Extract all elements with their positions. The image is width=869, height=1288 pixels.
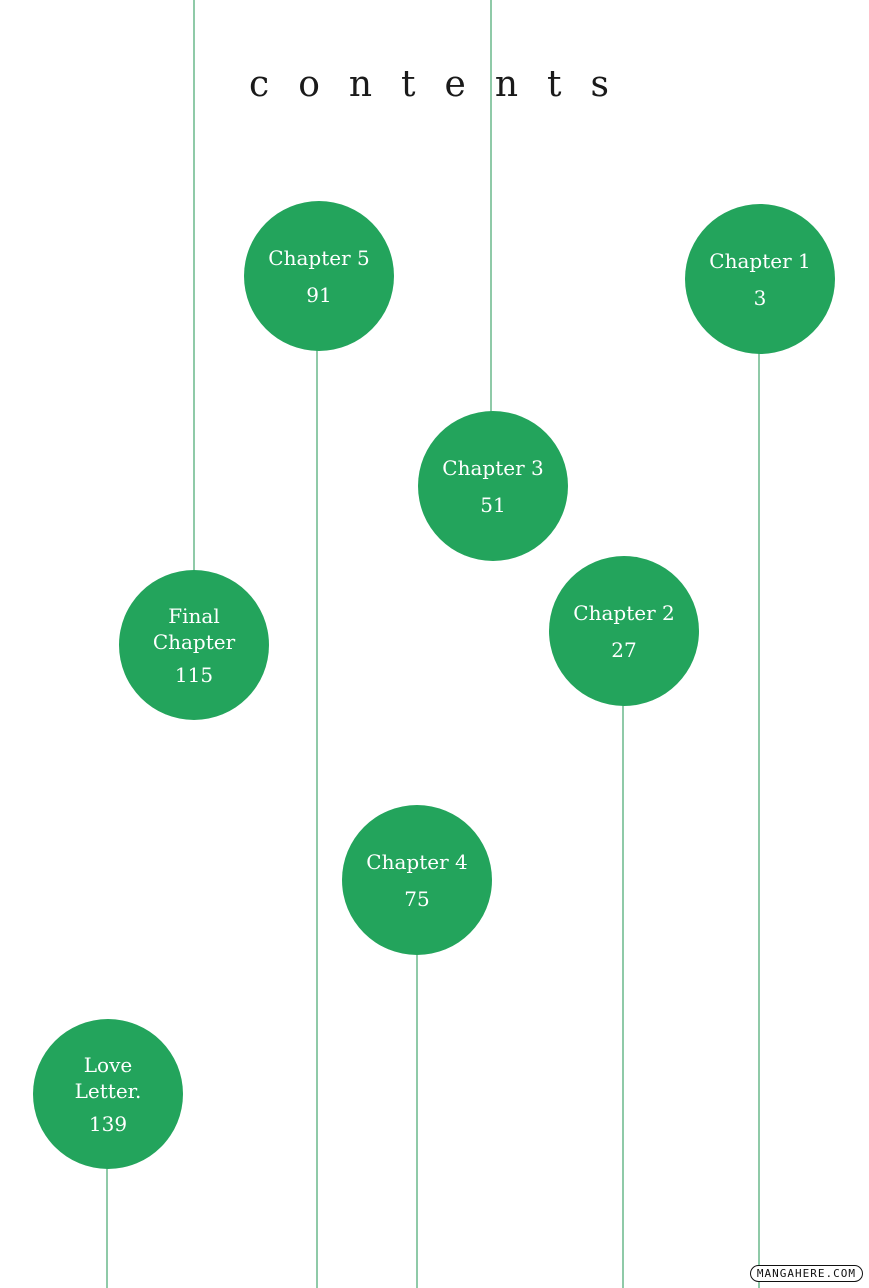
- line-chapter-1-down: [758, 350, 760, 1288]
- chapter-label: Chapter 3: [442, 456, 544, 480]
- chapter-page: 27: [611, 638, 637, 662]
- chapter-2-entry[interactable]: Chapter 2 27: [549, 556, 699, 706]
- line-chapter-5-down: [316, 345, 318, 1288]
- line-love-letter-down: [106, 1165, 108, 1288]
- chapter-label: Chapter 1: [709, 249, 811, 273]
- chapter-label: Chapter 5: [268, 246, 370, 270]
- chapter-page: 115: [174, 663, 214, 687]
- final-chapter-entry[interactable]: Final Chapter 115: [119, 570, 269, 720]
- chapter-label: Chapter 2: [573, 601, 675, 625]
- chapter-4-entry[interactable]: Chapter 4 75: [342, 805, 492, 955]
- page-title: contents: [249, 64, 638, 105]
- chapter-label: Chapter 4: [366, 850, 468, 874]
- chapter-label: Love Letter.: [74, 1053, 142, 1103]
- chapter-5-entry[interactable]: Chapter 5 91: [244, 201, 394, 351]
- chapter-page: 75: [404, 887, 430, 911]
- line-final-chapter-up: [193, 0, 195, 575]
- chapter-1-entry[interactable]: Chapter 1 3: [685, 204, 835, 354]
- chapter-page: 3: [753, 286, 767, 310]
- site-watermark: MANGAHERE.COM: [749, 1265, 863, 1282]
- love-letter-entry[interactable]: Love Letter. 139: [33, 1019, 183, 1169]
- line-chapter-3-up: [490, 0, 492, 415]
- line-chapter-2-down: [622, 700, 624, 1288]
- chapter-3-entry[interactable]: Chapter 3 51: [418, 411, 568, 561]
- chapter-page: 139: [88, 1112, 128, 1136]
- chapter-label: Final Chapter: [152, 604, 236, 654]
- chapter-page: 91: [306, 283, 332, 307]
- line-chapter-4-down: [416, 950, 418, 1288]
- chapter-page: 51: [480, 493, 506, 517]
